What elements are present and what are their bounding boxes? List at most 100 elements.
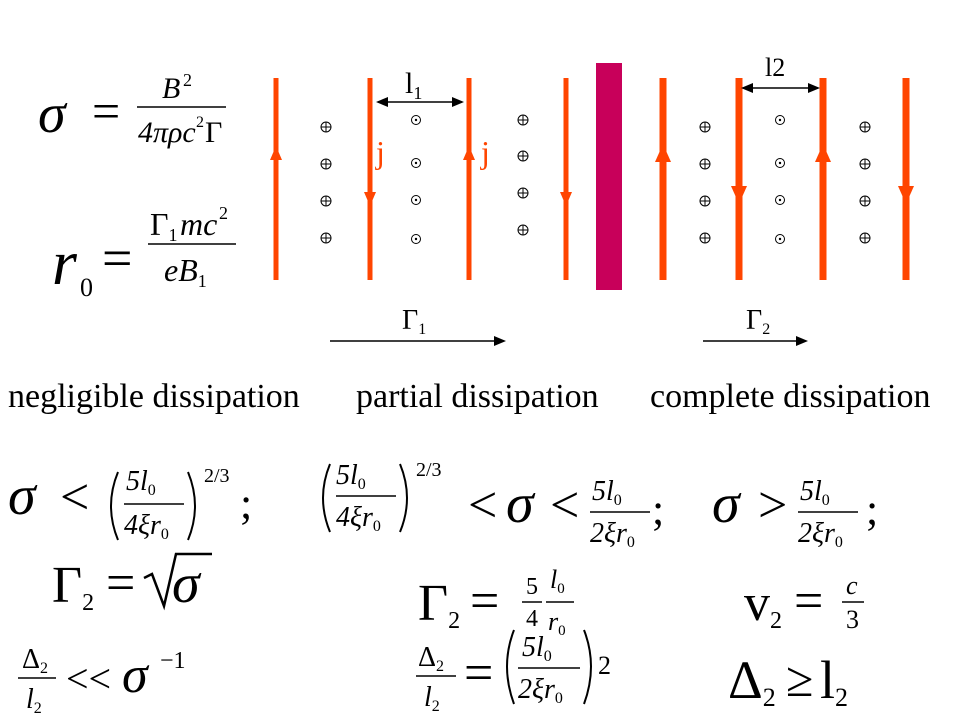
svg-text:4: 4 bbox=[526, 606, 538, 632]
svg-text:Γ1: Γ1 bbox=[150, 206, 178, 245]
l1-dimension bbox=[376, 97, 464, 107]
svg-text:2: 2 bbox=[183, 70, 192, 90]
left-field-symbols bbox=[320, 114, 529, 244]
partial-condition: 5l0 4ξr0 2/3 < σ < 5l0 2ξr0 ; bbox=[322, 459, 664, 551]
right-current-sheets bbox=[655, 78, 914, 280]
complete-delta: Δ2 ≥ l2 bbox=[728, 650, 848, 712]
svg-text:mc: mc bbox=[180, 206, 217, 242]
svg-text:σ: σ bbox=[172, 553, 202, 615]
l2-label: l2 bbox=[765, 53, 785, 82]
svg-text:Γ2: Γ2 bbox=[418, 575, 460, 634]
j-label-left: j bbox=[375, 134, 385, 170]
svg-text:v2: v2 bbox=[744, 575, 782, 634]
svg-text:2ξr0: 2ξr0 bbox=[518, 674, 563, 707]
caption-negligible: negligible dissipation bbox=[8, 378, 300, 415]
arrow-up-1 bbox=[270, 146, 282, 160]
sigma-definition: σ = B 2 4πρc 2 Γ bbox=[38, 70, 226, 149]
caption-complete: complete dissipation bbox=[650, 378, 931, 415]
svg-text:4ξr0: 4ξr0 bbox=[336, 502, 381, 535]
svg-text:r: r bbox=[52, 227, 78, 298]
svg-text:−1: −1 bbox=[160, 648, 186, 674]
svg-text:σ: σ bbox=[506, 473, 536, 535]
svg-text:r0: r0 bbox=[548, 607, 566, 639]
arrow-down-2 bbox=[364, 192, 376, 206]
svg-text:eB1: eB1 bbox=[164, 252, 207, 291]
svg-text:=: = bbox=[106, 555, 135, 612]
gamma1-label: Γ1 bbox=[402, 305, 426, 338]
svg-text:3: 3 bbox=[846, 605, 859, 634]
svg-text:5l0: 5l0 bbox=[522, 632, 552, 665]
svg-text:=: = bbox=[92, 83, 120, 139]
svg-text:σ: σ bbox=[8, 465, 38, 527]
svg-text:2ξr0: 2ξr0 bbox=[798, 518, 843, 551]
svg-text:2: 2 bbox=[219, 203, 228, 223]
svg-text:<: < bbox=[468, 477, 497, 534]
svg-text:<: < bbox=[550, 477, 579, 534]
gamma2-label: Γ2 bbox=[746, 305, 770, 338]
svg-text:4ξr0: 4ξr0 bbox=[124, 510, 169, 543]
svg-text:σ: σ bbox=[712, 473, 742, 535]
neg-delta: Δ2 l2 << σ −1 bbox=[18, 644, 186, 717]
regime-equations: σ < 5l0 4ξr0 2/3 ; Γ2 = σ Δ2 l2 << σ −1 … bbox=[8, 459, 878, 717]
svg-text:;: ; bbox=[652, 485, 664, 534]
svg-text:=: = bbox=[470, 573, 499, 630]
neg-condition: σ < 5l0 4ξr0 2/3 ; bbox=[8, 465, 252, 543]
neg-gamma2: Γ2 = σ bbox=[52, 552, 212, 616]
svg-text:<: < bbox=[60, 469, 89, 526]
svg-text:5l0: 5l0 bbox=[800, 476, 830, 509]
svg-text:;: ; bbox=[866, 485, 878, 534]
caption-partial: partial dissipation bbox=[356, 378, 599, 415]
r0-definition: r 0 = Γ1 mc 2 eB1 bbox=[52, 203, 236, 302]
gamma2-arrow bbox=[703, 336, 808, 346]
svg-text:Δ2: Δ2 bbox=[22, 644, 48, 677]
svg-text:l2: l2 bbox=[26, 684, 42, 717]
svg-text:≥: ≥ bbox=[786, 651, 813, 707]
complete-velocity: v2 = c 3 bbox=[744, 571, 864, 634]
svg-text:=: = bbox=[794, 573, 823, 630]
dissipation-bar bbox=[596, 63, 622, 290]
right-field-symbols bbox=[699, 115, 871, 244]
svg-text:5l0: 5l0 bbox=[592, 476, 622, 509]
svg-text:2ξr0: 2ξr0 bbox=[590, 518, 635, 551]
svg-text:2: 2 bbox=[598, 651, 611, 680]
svg-text:4πρc: 4πρc bbox=[138, 116, 196, 149]
svg-text:c: c bbox=[846, 571, 858, 600]
gamma1-arrow bbox=[330, 336, 506, 346]
svg-text:>: > bbox=[758, 477, 787, 534]
svg-text:2: 2 bbox=[196, 114, 204, 131]
svg-text:Δ2: Δ2 bbox=[418, 642, 444, 675]
svg-text:=: = bbox=[102, 228, 132, 288]
svg-text:;: ; bbox=[240, 479, 252, 528]
svg-text:<<: << bbox=[66, 656, 111, 701]
svg-text:l0: l0 bbox=[550, 565, 565, 597]
complete-condition: σ > 5l0 2ξr0 ; bbox=[712, 473, 878, 551]
svg-text:Δ2: Δ2 bbox=[728, 650, 776, 712]
svg-text:l2: l2 bbox=[424, 682, 440, 715]
current-sheets-diagram: l1 l2 j j Γ1 Γ2 σ = B 2 4πρc 2 Γ r 0 = Γ… bbox=[38, 53, 914, 346]
arrow-down-4 bbox=[560, 192, 572, 206]
svg-text:=: = bbox=[464, 645, 493, 702]
svg-text:5: 5 bbox=[526, 574, 538, 600]
svg-text:σ: σ bbox=[122, 647, 150, 704]
svg-text:5l0: 5l0 bbox=[336, 460, 366, 493]
svg-text:l2: l2 bbox=[820, 650, 848, 712]
j-label-right: j bbox=[480, 134, 490, 170]
arrow-up-7 bbox=[815, 144, 831, 162]
svg-text:B: B bbox=[162, 72, 180, 105]
l2-dimension bbox=[741, 83, 820, 93]
partial-delta: Δ2 l2 = 5l0 2ξr0 2 bbox=[416, 629, 611, 715]
svg-text:2/3: 2/3 bbox=[204, 465, 230, 487]
partial-gamma2: Γ2 = 5 4 l0 r0 bbox=[418, 565, 574, 639]
arrow-up-3 bbox=[463, 146, 475, 160]
svg-text:Γ: Γ bbox=[205, 116, 222, 149]
left-current-sheets bbox=[270, 78, 572, 280]
arrow-down-6 bbox=[731, 186, 747, 204]
l1-label: l1 bbox=[405, 67, 422, 103]
arrow-down-8 bbox=[898, 186, 914, 204]
arrow-up-5 bbox=[655, 144, 671, 162]
svg-text:0: 0 bbox=[80, 273, 93, 302]
svg-text:2/3: 2/3 bbox=[416, 459, 442, 481]
svg-text:Γ2: Γ2 bbox=[52, 557, 94, 616]
svg-text:5l0: 5l0 bbox=[126, 466, 156, 499]
svg-text:σ: σ bbox=[38, 83, 68, 145]
